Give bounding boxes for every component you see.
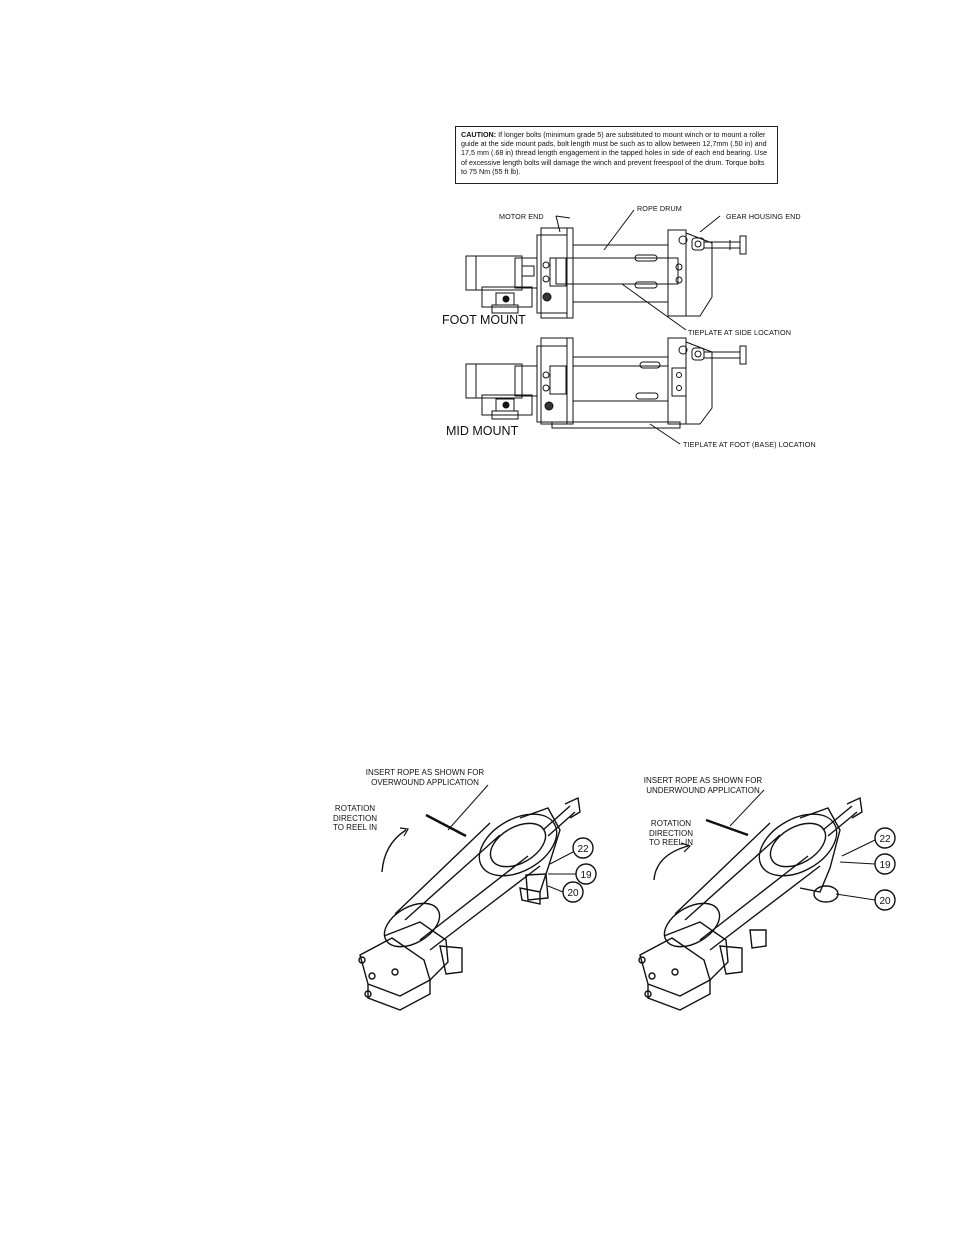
callout-20-right: 20 bbox=[879, 896, 891, 907]
underwound-insert-line2: UNDERWOUND APPLICATION bbox=[646, 785, 760, 795]
overwound-rotation-label: ROTATION DIRECTION TO REEL IN bbox=[326, 804, 384, 833]
label-tieplate-side: TIEPLATE AT SIDE LOCATION bbox=[688, 328, 792, 337]
callout-20-left: 20 bbox=[567, 888, 579, 899]
underwound-insert-line1: INSERT ROPE AS SHOWN FOR bbox=[643, 776, 763, 785]
caution-note: CAUTION: If longer bolts (minimum grade … bbox=[455, 126, 778, 184]
overwound-rotation-line2: DIRECTION bbox=[333, 813, 377, 823]
underwound-rotation-label: ROTATION DIRECTION TO REEL IN bbox=[642, 819, 700, 848]
label-tieplate-foot: TIEPLATE AT FOOT (BASE) LOCATION bbox=[683, 440, 816, 449]
caution-prefix: CAUTION: bbox=[461, 130, 497, 139]
mid-mount-drawing bbox=[465, 337, 747, 445]
overwound-drawing bbox=[358, 784, 597, 1011]
callout-22-left: 22 bbox=[577, 844, 589, 855]
underwound-insert-label: INSERT ROPE AS SHOWN FOR UNDERWOUND APPL… bbox=[628, 776, 778, 795]
label-gear-housing-end: GEAR HOUSING END bbox=[726, 212, 801, 221]
caution-text: If longer bolts (minimum grade 5) are su… bbox=[461, 130, 768, 176]
overwound-insert-line2: OVERWOUND APPLICATION bbox=[371, 777, 479, 787]
callout-22-right: 22 bbox=[879, 834, 891, 845]
underwound-rotation-line3: TO REEL IN bbox=[648, 838, 693, 847]
underwound-rotation-line1: ROTATION bbox=[650, 819, 692, 828]
foot-mount-drawing bbox=[465, 209, 747, 331]
overwound-insert-line1: INSERT ROPE AS SHOWN FOR bbox=[365, 768, 485, 777]
callout-19-left: 19 bbox=[580, 870, 592, 881]
label-rope-drum: ROPE DRUM bbox=[637, 204, 682, 213]
overwound-rotation-line1: ROTATION bbox=[334, 804, 376, 813]
underwound-drawing bbox=[638, 789, 896, 1011]
label-mid-mount: MID MOUNT bbox=[446, 424, 519, 438]
label-foot-mount: FOOT MOUNT bbox=[442, 313, 526, 327]
overwound-insert-label: INSERT ROPE AS SHOWN FOR OVERWOUND APPLI… bbox=[350, 768, 500, 787]
overwound-rotation-line3: TO REEL IN bbox=[332, 823, 377, 832]
callout-19-right: 19 bbox=[879, 860, 891, 871]
underwound-rotation-line2: DIRECTION bbox=[649, 828, 693, 838]
label-motor-end: MOTOR END bbox=[499, 212, 544, 221]
